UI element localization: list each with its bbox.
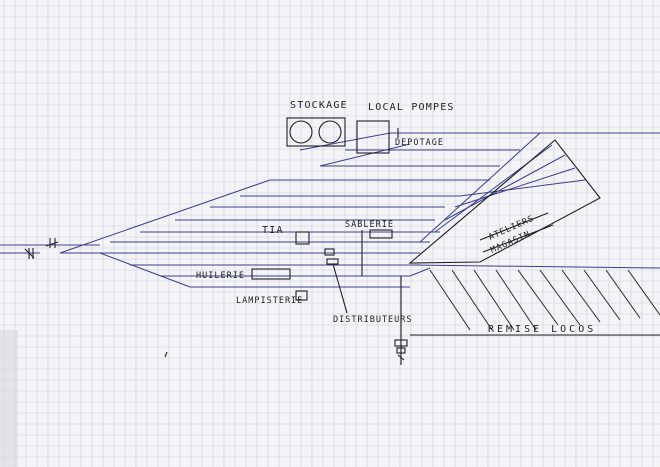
tia-building xyxy=(295,231,310,245)
sablerie-building xyxy=(369,229,393,239)
label-sablerie: SABLERIE xyxy=(345,220,394,230)
ateliers-building xyxy=(408,139,601,264)
distributeur-2 xyxy=(326,258,339,265)
label-depotage: DEPOTAGE xyxy=(395,138,444,148)
label-distributeurs: DISTRIBUTEURS xyxy=(333,315,413,325)
lampisterie-building xyxy=(295,290,308,301)
pen-mark xyxy=(164,351,168,358)
label-lampisterie: LAMPISTERIE xyxy=(236,296,303,306)
label-stockage: STOCKAGE xyxy=(290,100,348,111)
label-local-pompes: LOCAL POMPES xyxy=(368,102,455,113)
paper-edge-shadow xyxy=(0,330,18,467)
label-remise-locos: REMISE LOCOS xyxy=(488,324,596,335)
distributeur-1 xyxy=(324,248,335,256)
label-tia: TIA xyxy=(262,225,284,236)
local-pompes-building xyxy=(356,120,390,154)
stockage-tanks xyxy=(286,117,346,147)
buffer-stop-icon xyxy=(24,238,59,259)
remise-locos-hatching xyxy=(429,269,660,331)
huilerie-building xyxy=(251,268,291,280)
signal-icon xyxy=(394,276,408,365)
label-huilerie: HUILERIE xyxy=(196,271,245,281)
